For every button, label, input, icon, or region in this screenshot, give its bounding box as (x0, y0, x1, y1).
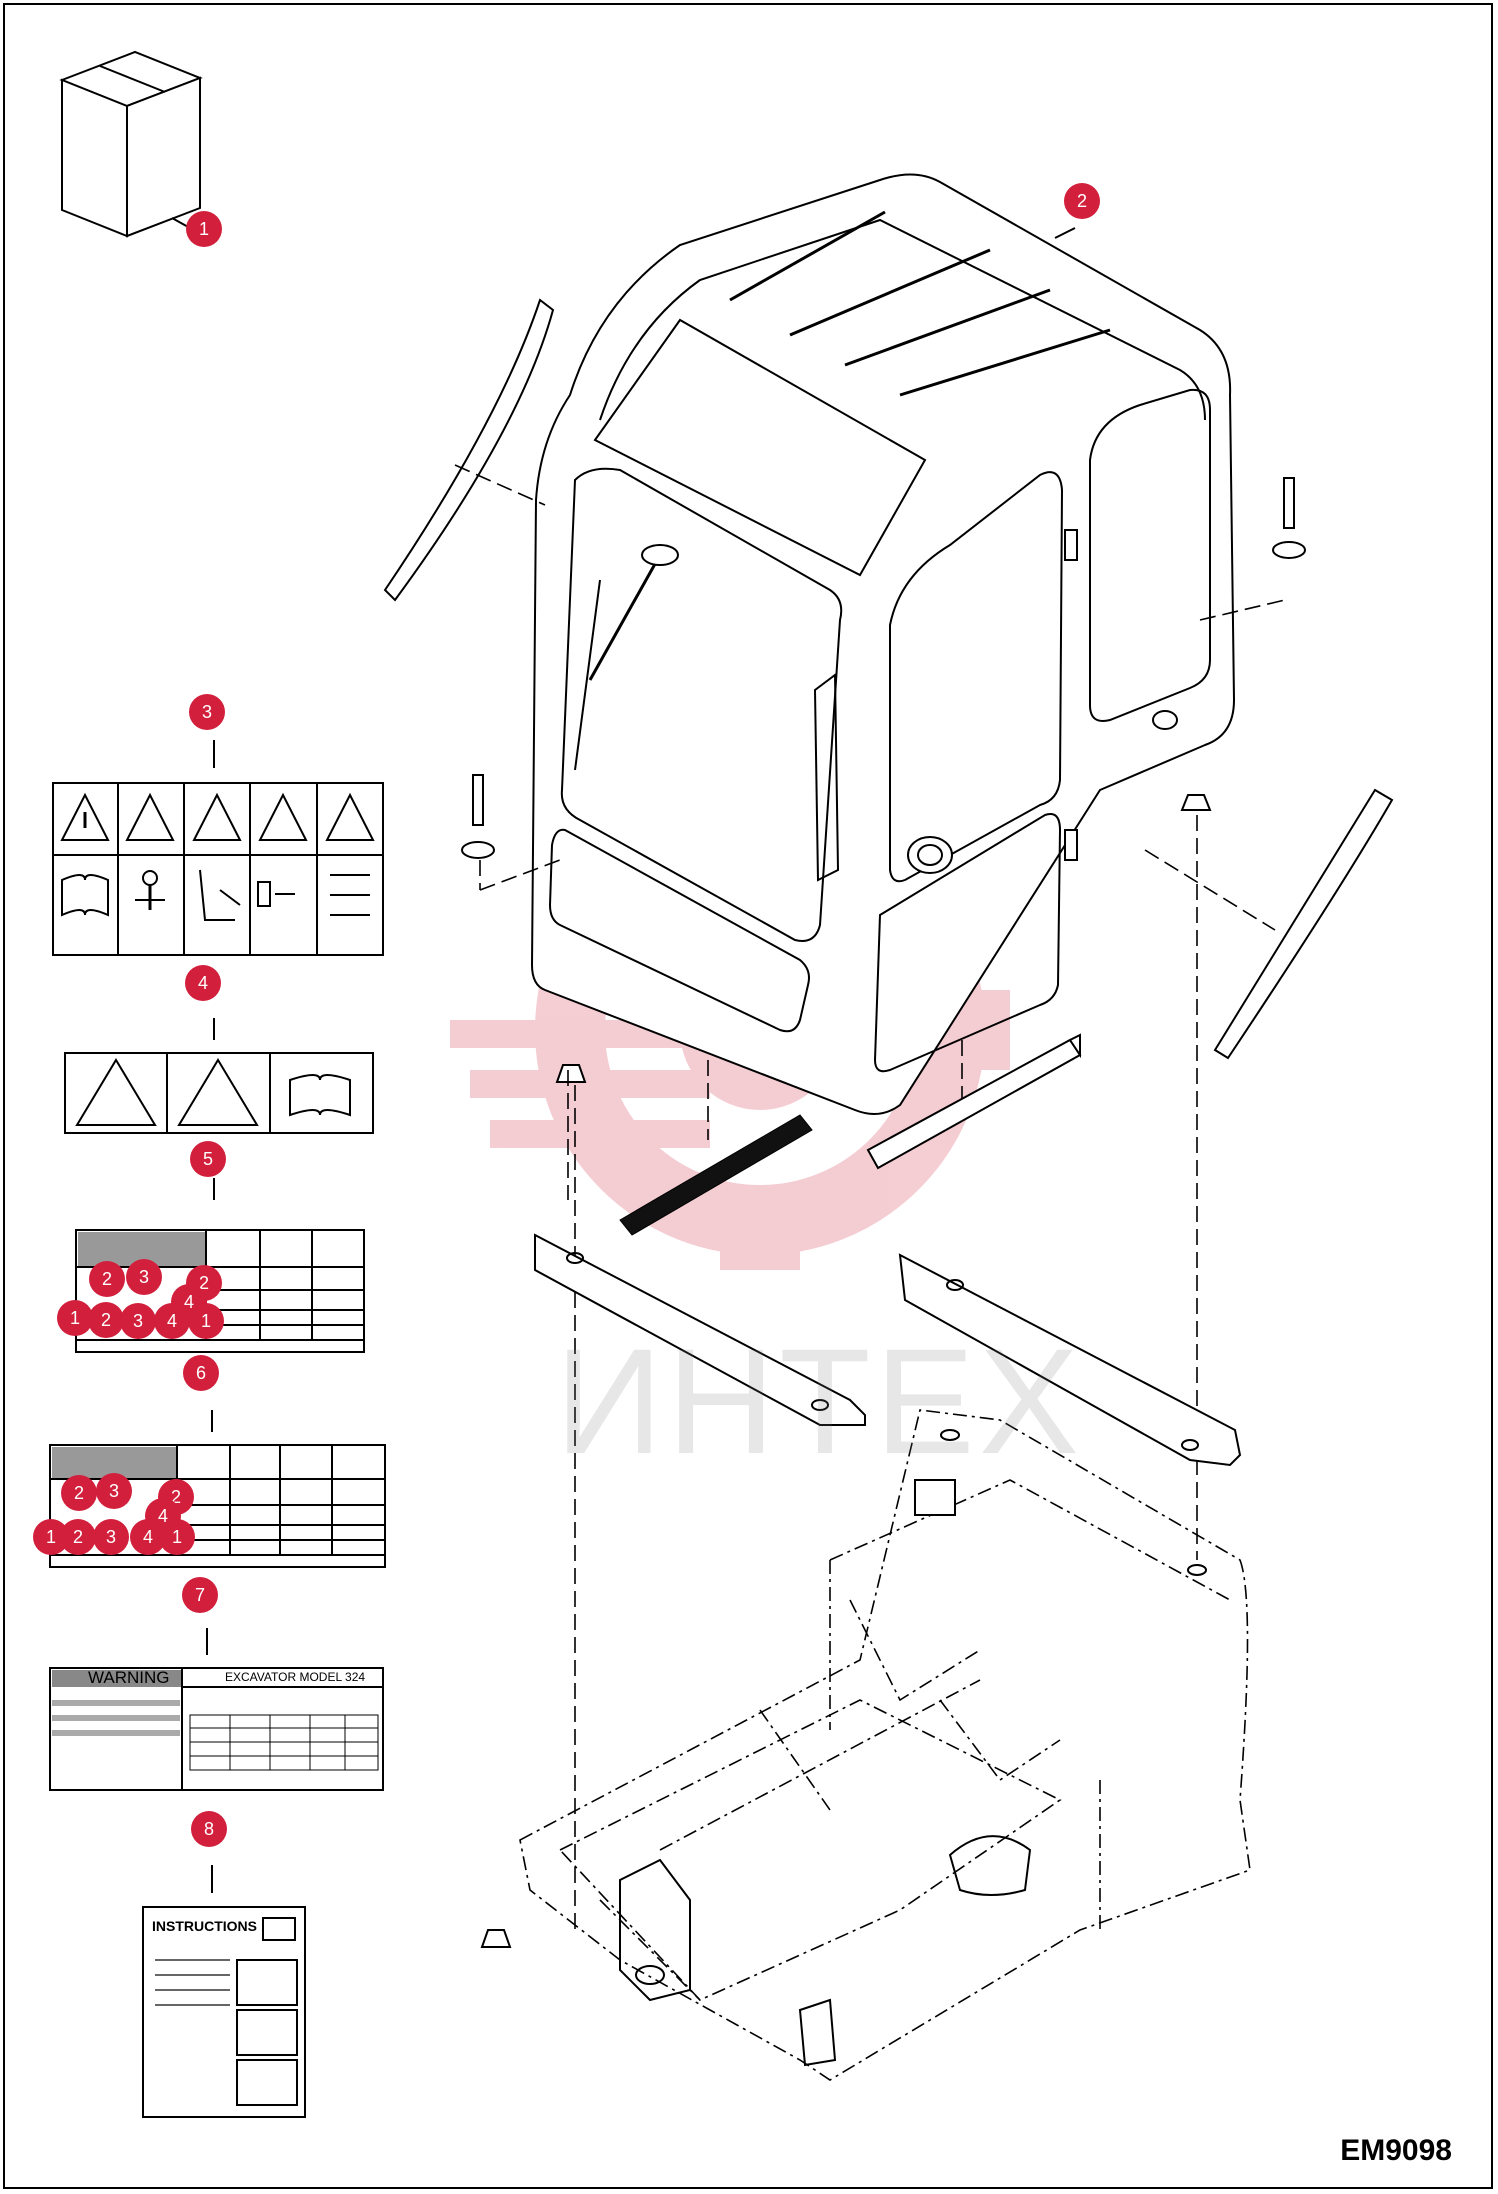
decal-e (49, 1667, 384, 1791)
hardware (461, 477, 1306, 1948)
callout-decal-d[interactable]: 6 (183, 1355, 219, 1391)
mini-callout[interactable]: 1 (188, 1303, 224, 1339)
callout-kit[interactable]: 1 (186, 211, 222, 247)
rubber-seal (619, 1114, 813, 1236)
warning-header: WARNING (88, 1668, 170, 1687)
callout-manual[interactable]: 8 (191, 1811, 227, 1847)
seal-strip-left (383, 298, 555, 602)
callout-decal-a[interactable]: 3 (189, 694, 225, 730)
mounting-plates (534, 1233, 1242, 1467)
callout-decal-c[interactable]: 5 (190, 1141, 226, 1177)
mini-callout[interactable]: 3 (93, 1519, 129, 1555)
excavator-model: EXCAVATOR MODEL 324 (225, 1670, 366, 1684)
mini-callout[interactable]: 2 (60, 1519, 96, 1555)
mini-callout[interactable]: 4 (154, 1303, 190, 1339)
upper-frame (519, 1409, 1251, 2081)
mini-callout[interactable]: 1 (159, 1519, 195, 1555)
instruction-manual (142, 1906, 306, 2118)
mini-callout[interactable]: 3 (96, 1473, 132, 1509)
kit-box (59, 50, 203, 238)
decal-b (64, 1052, 374, 1134)
callout-cab[interactable]: 2 (1064, 183, 1100, 219)
manual-title: INSTRUCTIONS (152, 1918, 257, 1934)
assembly-lines (454, 464, 1286, 1930)
callout-decal-e[interactable]: 7 (182, 1577, 218, 1613)
mini-callout[interactable]: 2 (89, 1261, 125, 1297)
mini-callout[interactable]: 3 (126, 1259, 162, 1295)
callout-decal-b[interactable]: 4 (185, 965, 221, 1001)
mini-callout[interactable]: 3 (120, 1303, 156, 1339)
decal-a (52, 782, 384, 956)
seal-strip-right (1213, 788, 1394, 1060)
mini-callout[interactable]: 2 (88, 1302, 124, 1338)
operator-cab (530, 173, 1236, 1115)
mini-callout[interactable]: 1 (57, 1300, 93, 1336)
mini-callout[interactable]: 2 (61, 1475, 97, 1511)
drawing-code: EM9098 (1340, 2134, 1452, 2167)
watermark-text: ИНТЕХ (555, 1317, 1083, 1485)
